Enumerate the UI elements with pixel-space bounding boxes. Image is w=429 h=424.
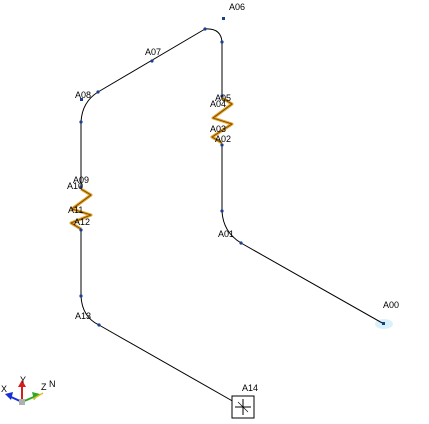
label-a02: A02 <box>215 134 231 144</box>
node-dot-a06-label <box>222 17 225 20</box>
axis-y-label: Y <box>20 375 26 385</box>
axis-origin <box>19 399 25 405</box>
label-a00: A00 <box>383 300 399 310</box>
label-a05: A05 <box>215 93 231 103</box>
label-a09: A09 <box>73 175 89 185</box>
node-dot-a08-b <box>79 120 83 124</box>
label-a03: A03 <box>210 124 226 134</box>
label-a10: A10 <box>67 181 83 191</box>
expansion-joint-right <box>210 96 234 145</box>
node-dot-a06-b <box>203 27 207 31</box>
node-dot-a07 <box>150 59 154 63</box>
node-dot-a08-label <box>80 98 83 101</box>
axis-n-label: N <box>49 379 56 389</box>
axis-z-label: Z <box>41 382 47 392</box>
label-a12: A12 <box>74 217 90 227</box>
pipe-segment-a13-a14 <box>98 324 244 408</box>
pipe-run <box>80 28 385 408</box>
pipe-bend-a13 <box>80 295 100 326</box>
axis-triad: X Y Z N <box>1 375 56 405</box>
node-labels: A00 A01 A02 A03 A04 A05 A06 A07 A08 A09 … <box>67 2 399 393</box>
node-dot-a06 <box>220 40 224 44</box>
label-a14: A14 <box>242 383 258 393</box>
node-dot-a13-b <box>97 323 101 327</box>
expansion-joint-left <box>69 187 93 231</box>
axis-n-line <box>32 392 44 400</box>
node-markers <box>79 17 385 327</box>
axis-x-arrow <box>5 392 13 400</box>
node-dot-a09 <box>79 185 83 189</box>
pipe-bend-a08 <box>80 91 99 123</box>
label-a04: A04 <box>210 99 226 109</box>
pipe-bend-a06 <box>204 28 223 43</box>
axis-x-label: X <box>1 384 7 394</box>
node-dot-a13 <box>79 294 83 298</box>
label-a08: A08 <box>75 90 91 100</box>
label-a11: A11 <box>68 205 83 215</box>
axis-y-arrow <box>18 380 26 387</box>
pipe-bend-a01 <box>221 210 242 244</box>
label-a13: A13 <box>75 311 91 321</box>
node-dot-a05 <box>220 94 224 98</box>
node-dot-a12 <box>79 228 83 232</box>
pipe-segment-a00-a01 <box>240 242 385 325</box>
node-dot-a01 <box>239 241 243 245</box>
anchor-support-icon <box>231 395 255 419</box>
label-a07: A07 <box>145 47 161 57</box>
node-dot-a08 <box>96 90 100 94</box>
node-dot-a01-b <box>220 209 224 213</box>
node-dot-a00 <box>382 322 385 325</box>
label-a01: A01 <box>218 229 234 239</box>
label-a06: A06 <box>229 2 245 12</box>
node-dot-a02 <box>220 143 224 147</box>
